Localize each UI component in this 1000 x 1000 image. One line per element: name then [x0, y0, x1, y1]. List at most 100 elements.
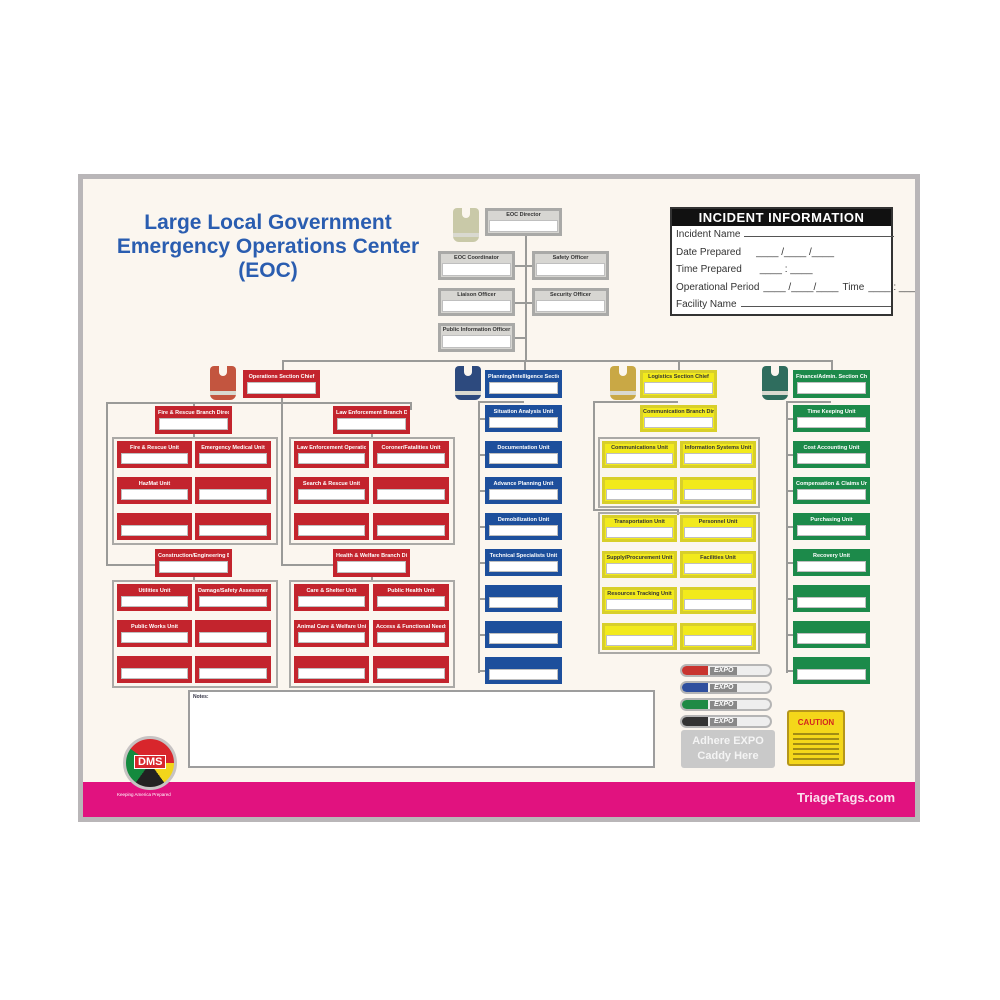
unit-box[interactable]: Transportation Unit: [602, 515, 677, 542]
finance-unit-box[interactable]: [793, 621, 870, 648]
name-write-in-field[interactable]: [797, 633, 866, 644]
finance-unit-box[interactable]: [793, 657, 870, 684]
name-write-in-field[interactable]: [337, 418, 406, 430]
public-information-officer-box[interactable]: Public Information Officer: [438, 323, 515, 352]
unit-box[interactable]: [680, 477, 756, 504]
name-write-in-field[interactable]: [644, 382, 713, 394]
branch-director-box[interactable]: Fire & Rescue Branch Director: [155, 406, 232, 434]
name-write-in-field[interactable]: [298, 489, 365, 500]
name-write-in-field[interactable]: [442, 263, 511, 276]
planning-unit-box[interactable]: Documentation Unit: [485, 441, 562, 468]
name-write-in-field[interactable]: [644, 417, 713, 428]
unit-box[interactable]: [602, 623, 677, 650]
name-write-in-field[interactable]: [121, 453, 188, 464]
incident-name-row[interactable]: Incident Name: [672, 226, 895, 244]
planning-unit-box[interactable]: Advance Planning Unit: [485, 477, 562, 504]
name-write-in-field[interactable]: [199, 453, 267, 464]
unit-box[interactable]: [117, 656, 192, 683]
expo-marker[interactable]: EXPO: [680, 715, 772, 728]
unit-box[interactable]: [294, 656, 369, 683]
name-write-in-field[interactable]: [121, 525, 188, 536]
name-write-in-field[interactable]: [377, 668, 445, 679]
name-write-in-field[interactable]: [797, 561, 866, 572]
name-write-in-field[interactable]: [247, 382, 316, 394]
name-write-in-field[interactable]: [684, 635, 752, 646]
unit-box[interactable]: Public Health Unit: [373, 584, 449, 611]
unit-box[interactable]: Damage/Safety Assessment Unit: [195, 584, 271, 611]
name-write-in-field[interactable]: [298, 525, 365, 536]
finance-unit-box[interactable]: Purchasing Unit: [793, 513, 870, 540]
unit-box[interactable]: Personnel Unit: [680, 515, 756, 542]
website-link[interactable]: TriageTags.com: [796, 790, 895, 805]
unit-box[interactable]: Access & Functional Needs Unit: [373, 620, 449, 647]
name-write-in-field[interactable]: [536, 300, 605, 312]
name-write-in-field[interactable]: [199, 632, 267, 643]
name-write-in-field[interactable]: [121, 668, 188, 679]
unit-box[interactable]: [117, 513, 192, 540]
name-write-in-field[interactable]: [377, 596, 445, 607]
name-write-in-field[interactable]: [489, 669, 558, 680]
eoc-director-box[interactable]: EOC Director: [485, 208, 562, 236]
finance-unit-box[interactable]: Cost Accounting Unit: [793, 441, 870, 468]
name-write-in-field[interactable]: [606, 635, 673, 646]
liaison-officer-box[interactable]: Liaison Officer: [438, 288, 515, 316]
planning-unit-box[interactable]: [485, 621, 562, 648]
safety-officer-box[interactable]: Safety Officer: [532, 251, 609, 280]
time-prepared-row[interactable]: Time Prepared ____ : ____: [672, 261, 891, 279]
expo-marker[interactable]: EXPO: [680, 698, 772, 711]
unit-box[interactable]: Animal Care & Welfare Unit: [294, 620, 369, 647]
operations-section-chief-box[interactable]: Operations Section Chief: [243, 370, 320, 398]
unit-box[interactable]: Resources Tracking Unit: [602, 587, 677, 614]
date-prepared-row[interactable]: Date Prepared ____ /____ /____: [672, 244, 891, 262]
name-write-in-field[interactable]: [298, 453, 365, 464]
name-write-in-field[interactable]: [797, 525, 866, 536]
planning-unit-box[interactable]: Situation Analysis Unit: [485, 405, 562, 432]
notes-area[interactable]: Notes:: [188, 690, 655, 768]
name-write-in-field[interactable]: [489, 597, 558, 608]
name-write-in-field[interactable]: [199, 596, 267, 607]
name-write-in-field[interactable]: [684, 527, 752, 538]
name-write-in-field[interactable]: [489, 525, 558, 536]
planning-unit-box[interactable]: [485, 657, 562, 684]
eoc-coordinator-box[interactable]: EOC Coordinator: [438, 251, 515, 280]
name-write-in-field[interactable]: [159, 418, 228, 430]
unit-box[interactable]: [373, 513, 449, 540]
unit-box[interactable]: [195, 477, 271, 504]
unit-box[interactable]: HazMat Unit: [117, 477, 192, 504]
unit-box[interactable]: Communications Unit: [602, 441, 677, 468]
name-write-in-field[interactable]: [797, 489, 866, 500]
name-write-in-field[interactable]: [377, 489, 445, 500]
name-write-in-field[interactable]: [489, 489, 558, 500]
branch-director-box[interactable]: Health & Welfare Branch Director: [333, 549, 410, 577]
unit-box[interactable]: Facilities Unit: [680, 551, 756, 578]
unit-box[interactable]: Information Systems Unit: [680, 441, 756, 468]
logistics-section-chief-box[interactable]: Logistics Section Chief: [640, 370, 717, 398]
finance-unit-box[interactable]: Recovery Unit: [793, 549, 870, 576]
name-write-in-field[interactable]: [377, 632, 445, 643]
expo-marker[interactable]: EXPO: [680, 664, 772, 677]
name-write-in-field[interactable]: [298, 596, 365, 607]
name-write-in-field[interactable]: [797, 453, 866, 464]
name-write-in-field[interactable]: [606, 489, 673, 500]
security-officer-box[interactable]: Security Officer: [532, 288, 609, 316]
unit-box[interactable]: Care & Shelter Unit: [294, 584, 369, 611]
unit-box[interactable]: Utilities Unit: [117, 584, 192, 611]
name-write-in-field[interactable]: [684, 563, 752, 574]
unit-box[interactable]: Search & Rescue Unit: [294, 477, 369, 504]
name-write-in-field[interactable]: [442, 300, 511, 312]
unit-box[interactable]: [373, 477, 449, 504]
planning-unit-box[interactable]: Technical Specialists Unit: [485, 549, 562, 576]
name-write-in-field[interactable]: [121, 596, 188, 607]
finance-unit-box[interactable]: [793, 585, 870, 612]
name-write-in-field[interactable]: [199, 525, 267, 536]
name-write-in-field[interactable]: [684, 599, 752, 610]
unit-box[interactable]: [294, 513, 369, 540]
unit-box[interactable]: [373, 656, 449, 683]
unit-box[interactable]: [195, 620, 271, 647]
unit-box[interactable]: [680, 587, 756, 614]
unit-box[interactable]: [195, 656, 271, 683]
name-write-in-field[interactable]: [489, 453, 558, 464]
branch-director-box[interactable]: Law Enforcement Branch Director: [333, 406, 410, 434]
finance-unit-box[interactable]: Compensation & Claims Unit: [793, 477, 870, 504]
name-write-in-field[interactable]: [684, 489, 752, 500]
